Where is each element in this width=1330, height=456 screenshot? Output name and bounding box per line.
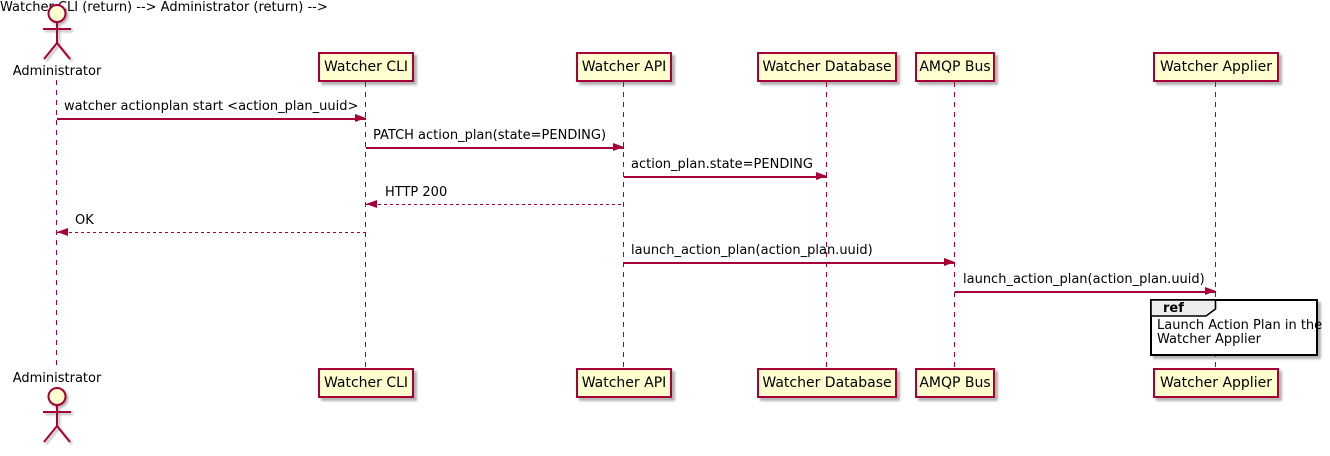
lifeline-watcher-cli	[365, 82, 366, 368]
message-line-launch-action-plan-applier	[955, 291, 1216, 293]
message-label-launch-action-plan-amqp: launch_action_plan(action_plan.uuid)	[631, 243, 873, 258]
actor-label-top: Administrator	[12, 64, 102, 79]
participant-bottom-amqp-bus: AMQP Bus	[915, 368, 995, 398]
arrowhead-right-icon	[1205, 287, 1216, 295]
ref-header-pentagon-icon	[1151, 300, 1217, 317]
message-label-launch-action-plan-applier: launch_action_plan(action_plan.uuid)	[963, 272, 1205, 287]
arrowhead-left-icon	[366, 200, 377, 208]
lifeline-watcher-database	[826, 82, 827, 368]
message-line-ok	[57, 232, 366, 233]
arrowhead-right-icon	[355, 114, 366, 122]
message-line-http-200	[366, 204, 624, 205]
actor-figure-top-icon	[43, 4, 71, 60]
lifeline-amqp-bus	[954, 82, 955, 368]
message-label-ok: OK	[75, 213, 94, 228]
arrowhead-right-icon	[816, 172, 827, 180]
ref-text-line1: Launch Action Plan in the	[1157, 318, 1323, 333]
arrowhead-left-icon	[57, 228, 68, 236]
ref-text-line2: Watcher Applier	[1157, 332, 1261, 347]
lifeline-watcher-api	[623, 82, 624, 368]
participant-top-watcher-applier: Watcher Applier	[1153, 52, 1279, 82]
message-label-http-200: HTTP 200	[385, 185, 448, 200]
lifeline-watcher-applier	[1215, 82, 1216, 368]
participant-top-watcher-api: Watcher API	[576, 52, 672, 82]
participant-bottom-watcher-database: Watcher Database	[757, 368, 897, 398]
message-line-launch-action-plan-amqp	[624, 262, 955, 264]
ref-text: Launch Action Plan in the Watcher Applie…	[1157, 319, 1322, 347]
message-line-patch-action-plan	[366, 147, 624, 149]
participant-bottom-watcher-api: Watcher API	[576, 368, 672, 398]
message-label-state-pending: action_plan.state=PENDING	[631, 157, 813, 172]
arrowhead-right-icon	[944, 258, 955, 266]
arrowhead-right-icon	[613, 143, 624, 151]
message-line-state-pending	[624, 176, 827, 178]
message-label-patch-action-plan: PATCH action_plan(state=PENDING)	[373, 128, 607, 143]
message-label-actionplan-start: watcher actionplan start <action_plan_uu…	[64, 99, 359, 114]
actor-label-bottom: Administrator	[12, 371, 102, 386]
participant-bottom-watcher-applier: Watcher Applier	[1153, 368, 1279, 398]
participant-top-watcher-database: Watcher Database	[757, 52, 897, 82]
participant-top-watcher-cli: Watcher CLI	[318, 52, 414, 82]
lifeline-administrator	[56, 80, 57, 370]
ref-fragment: ref Launch Action Plan in the Watcher Ap…	[1150, 299, 1322, 356]
participant-top-amqp-bus: AMQP Bus	[915, 52, 995, 82]
ref-keyword: ref	[1163, 301, 1184, 316]
actor-figure-bottom-icon	[43, 387, 71, 443]
participant-bottom-watcher-cli: Watcher CLI	[318, 368, 414, 398]
message-line-actionplan-start	[57, 118, 366, 120]
